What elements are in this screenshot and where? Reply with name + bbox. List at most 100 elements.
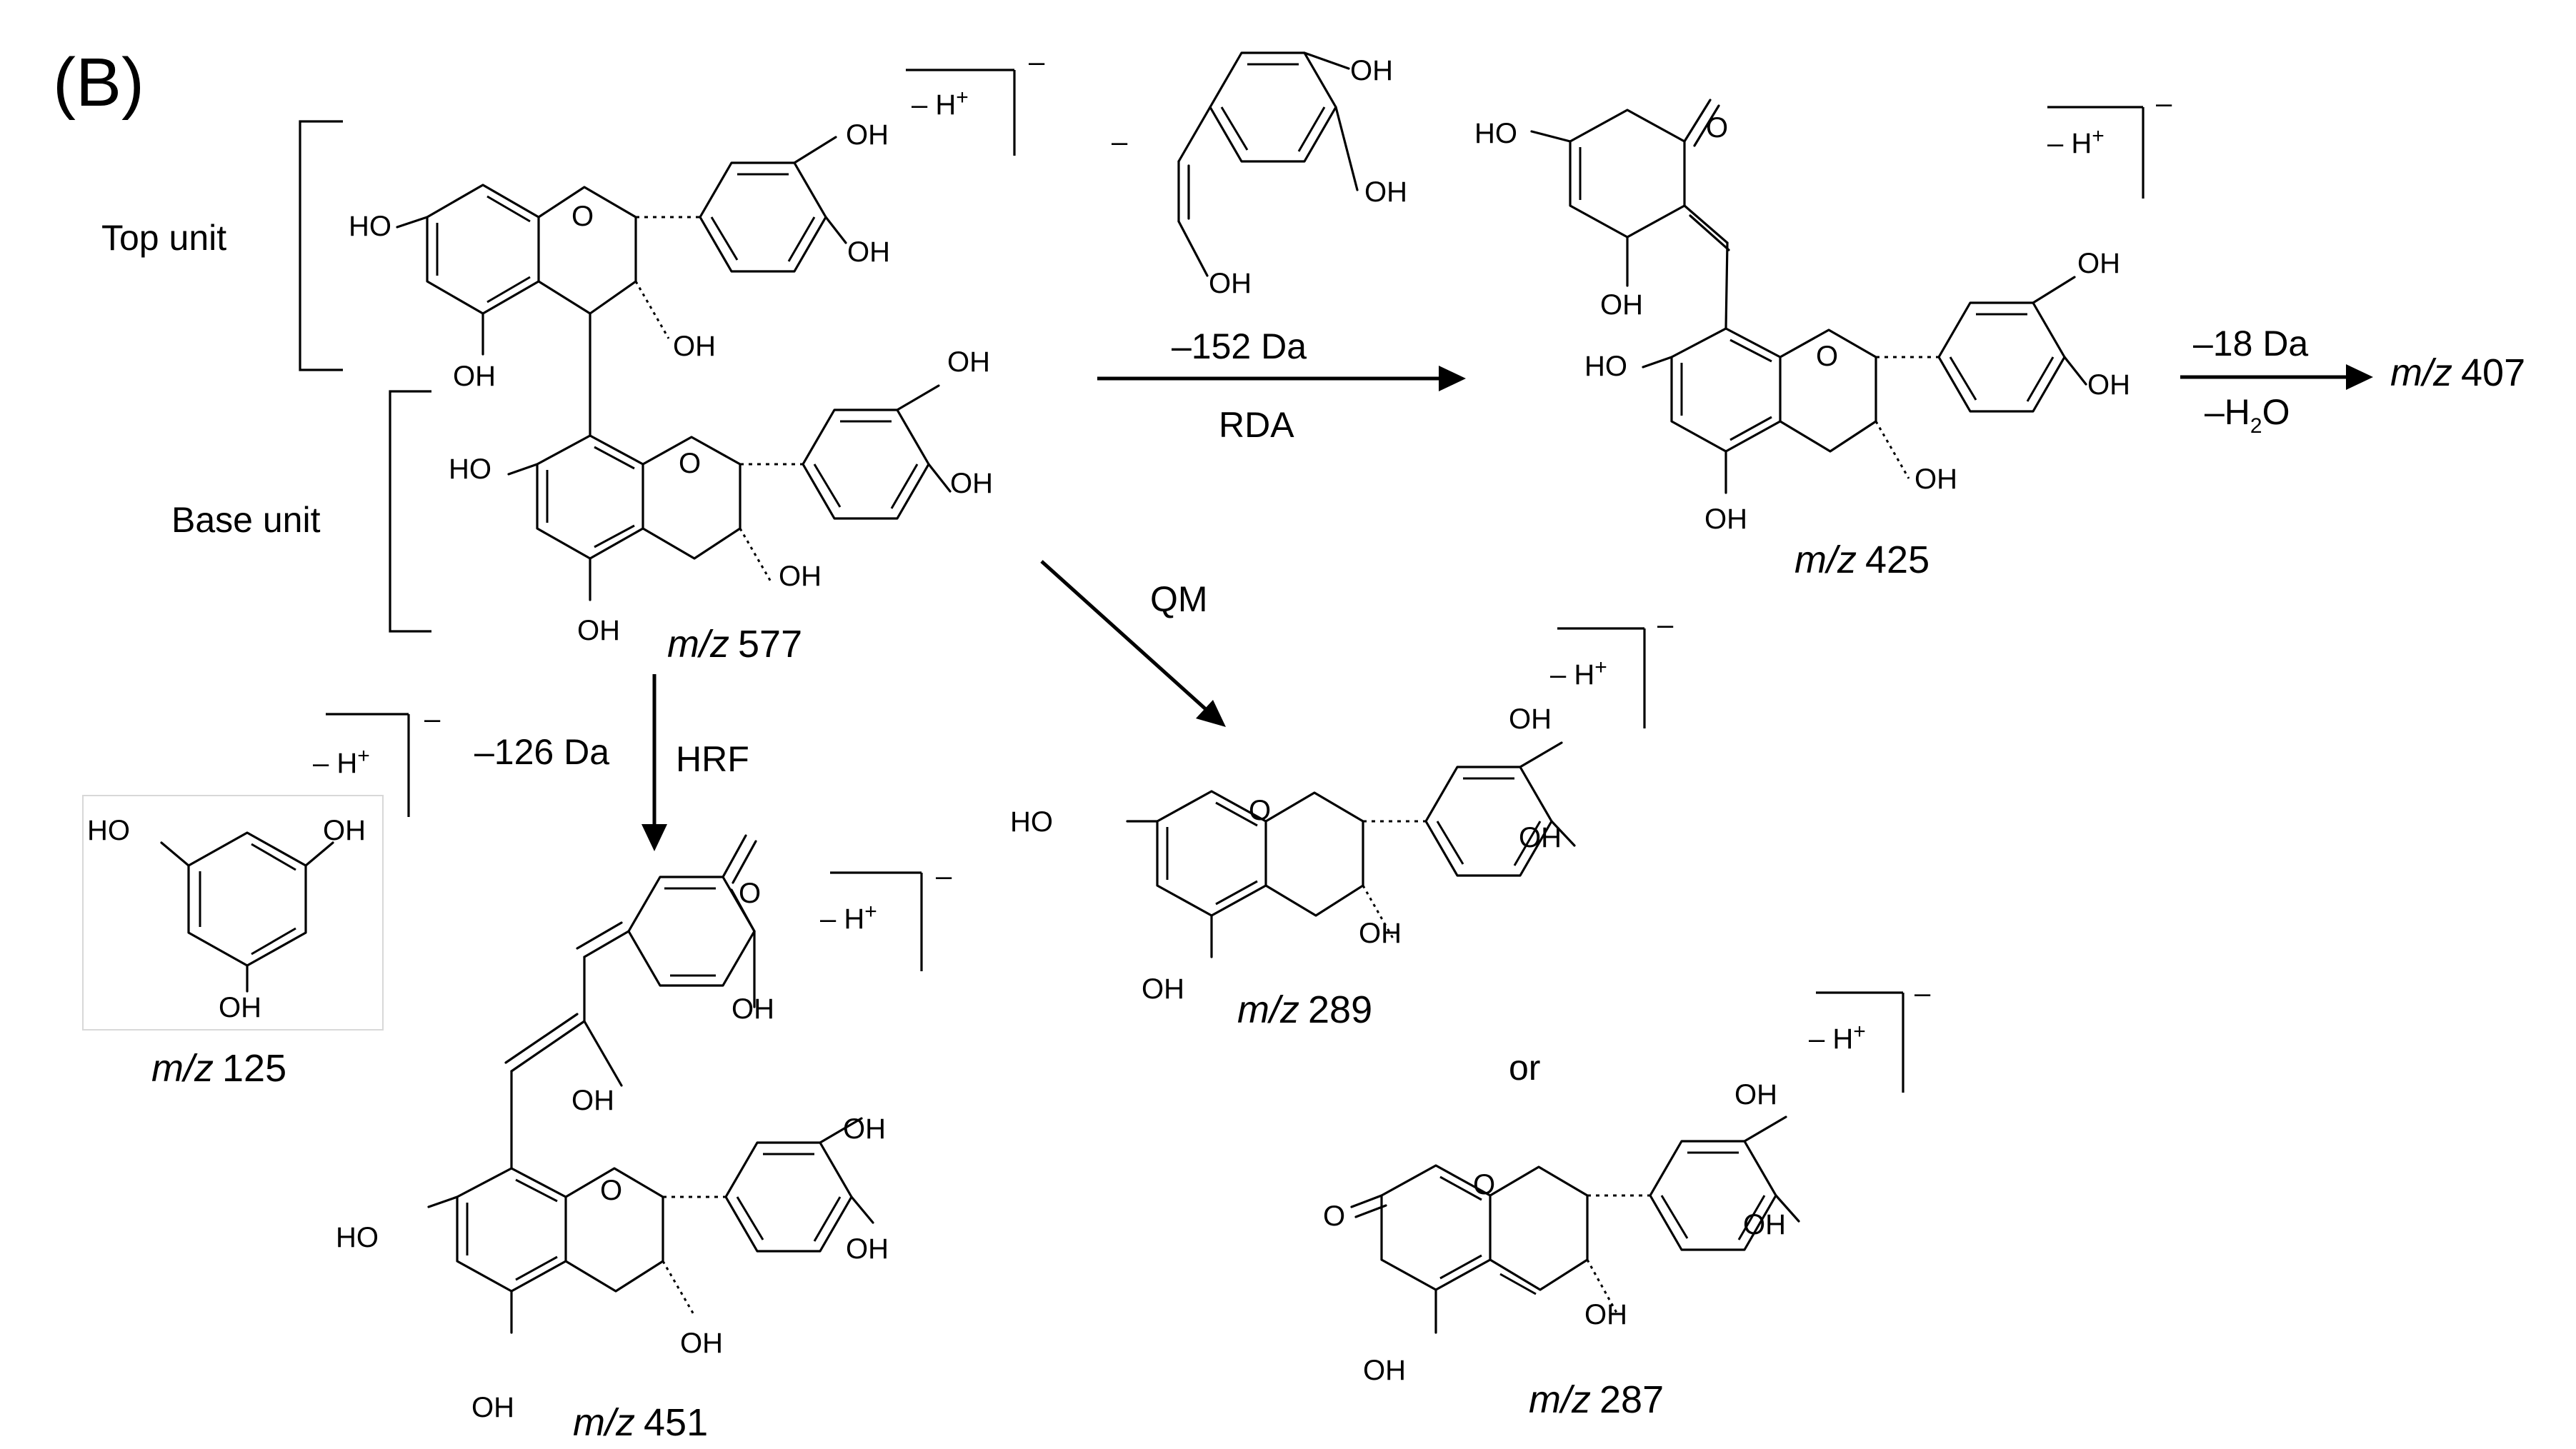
p125-charge-h: – H+ [313, 744, 370, 779]
neutral-loss-oh-2: OH [1364, 176, 1407, 208]
p425-o-keto: O [1706, 112, 1728, 144]
top-c3-oh: OH [673, 331, 716, 362]
p289-charge-bracket [1557, 627, 1646, 728]
neutral-loss-oh-1: OH [1350, 55, 1393, 86]
base-a7-ho: HO [449, 453, 491, 485]
p289-b-oh-2: OH [1519, 822, 1562, 853]
p451-charge-h: – H+ [820, 900, 877, 935]
qm-label: QM [1150, 579, 1208, 619]
p425-charge-h: – H+ [2047, 124, 2105, 159]
p289-ring-o: O [1249, 795, 1271, 826]
base-ring-o: O [679, 448, 701, 479]
p425-ho-1: HO [1474, 118, 1517, 149]
or-label: or [1509, 1048, 1540, 1088]
p425-oh-1: OH [1600, 289, 1643, 321]
p451-b-oh-1: OH [843, 1113, 886, 1145]
parent-charge-minus: – [1029, 46, 1045, 78]
p289-charge-h: – H+ [1550, 656, 1607, 691]
neutral-loss-oh-3: OH [1209, 268, 1252, 299]
product-425-structure [1530, 99, 2087, 494]
p289-ho: HO [1010, 806, 1053, 838]
rda-arrow [1097, 366, 1466, 391]
p125-oh-2: OH [219, 992, 261, 1023]
top-unit-label: Top unit [101, 218, 226, 258]
p287-c3-oh: OH [1584, 1299, 1627, 1330]
base-a5-oh: OH [577, 615, 620, 646]
top-b-oh-2: OH [847, 236, 890, 268]
p425-a5-oh: OH [1704, 503, 1747, 535]
p451-c3-oh: OH [680, 1328, 723, 1359]
p451-b-oh-2: OH [846, 1233, 889, 1265]
p425-a7-ho: HO [1584, 351, 1627, 382]
rda-name-label: RDA [1219, 405, 1294, 445]
p125-charge-bracket [326, 713, 410, 817]
product-289-structure [1126, 741, 1576, 958]
p287-b-oh-1: OH [1734, 1079, 1777, 1110]
p125-ho: HO [87, 815, 130, 846]
p425-ring-o: O [1816, 341, 1838, 372]
p425-charge-bracket [2047, 106, 2145, 199]
p451-a7-ho: HO [336, 1222, 379, 1253]
p425-c3-oh: OH [1914, 463, 1957, 495]
p451-enol-oh: OH [571, 1085, 614, 1116]
p287-charge-minus: – [1914, 978, 1931, 1009]
p425-b-oh-1: OH [2077, 248, 2120, 279]
panel-label: (B) [53, 44, 144, 121]
base-unit-bracket [389, 390, 431, 633]
top-b-oh-1: OH [846, 119, 889, 151]
phloroglucinol-structure [160, 831, 334, 993]
rda-loss-label: –152 Da [1172, 326, 1307, 366]
top-a5-oh: OH [453, 361, 496, 392]
parent-charge-h: – H+ [912, 86, 969, 121]
parent-procyanidin-dimer [396, 136, 952, 601]
base-b-oh-2: OH [950, 468, 993, 499]
p289-c3-oh: OH [1359, 918, 1402, 949]
p125-oh-1: OH [323, 815, 366, 846]
hrf-arrow [641, 674, 667, 851]
p451-charge-minus: – [936, 861, 952, 892]
top-unit-bracket [299, 120, 343, 371]
p287-o-keto: O [1323, 1200, 1345, 1232]
phloroglucinol-box [82, 795, 384, 1031]
p451-ring-o: O [600, 1175, 622, 1206]
p451-charge-bracket [830, 871, 923, 971]
p287-charge-bracket [1816, 991, 1904, 1093]
parent-charge-bracket [906, 69, 1016, 156]
p287-b-oh-2: OH [1743, 1209, 1786, 1240]
neutral-loss-structure [1177, 51, 1359, 277]
p125-charge-minus: – [424, 703, 441, 735]
p287-ring-o: O [1473, 1169, 1495, 1200]
neutral-loss-minus: – [1112, 126, 1128, 158]
top-ring-o: O [571, 201, 594, 232]
p451-a5-oh: OH [471, 1392, 514, 1423]
base-unit-label: Base unit [171, 500, 321, 540]
water-loss-arrow [2180, 364, 2373, 390]
p287-a5-oh: OH [1363, 1355, 1406, 1386]
water-loss-name: –H2O [2205, 392, 2290, 438]
water-loss-label: –18 Da [2193, 324, 2308, 363]
qm-arrow [1040, 560, 1226, 727]
hrf-name-label: HRF [676, 739, 749, 779]
p425-b-oh-2: OH [2087, 369, 2130, 401]
hrf-loss-label: –126 Da [474, 732, 609, 772]
p289-b-oh-1: OH [1509, 703, 1552, 735]
product-451-structure [427, 834, 874, 1334]
p289-charge-minus: – [1657, 609, 1674, 641]
p451-o-keto: O [739, 878, 761, 909]
top-a7-ho: HO [349, 211, 391, 242]
p289-a5-oh: OH [1142, 973, 1184, 1005]
p451-oh-1: OH [732, 993, 774, 1025]
p287-charge-h: – H+ [1809, 1020, 1866, 1055]
p425-charge-minus: – [2156, 88, 2172, 119]
base-b-oh-1: OH [947, 346, 990, 378]
base-c3-oh: OH [779, 561, 822, 592]
